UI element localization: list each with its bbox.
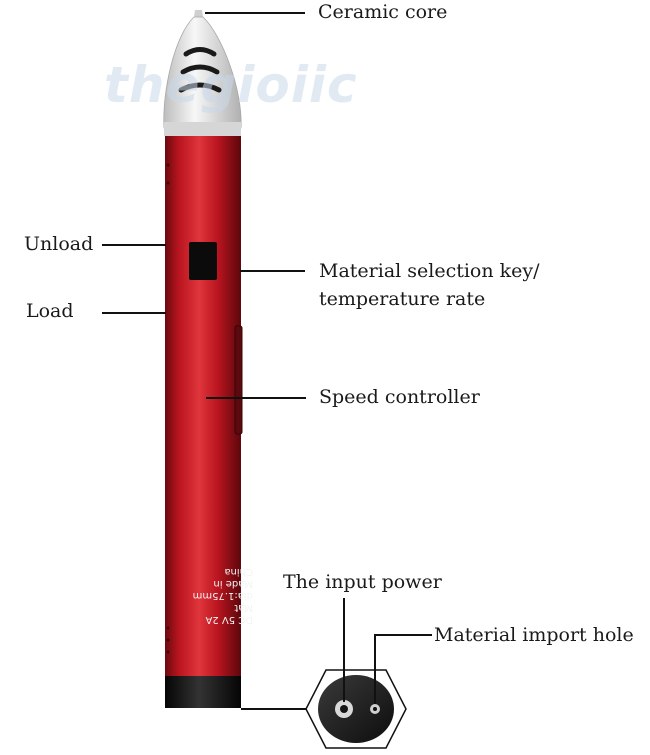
side-dot (166, 181, 170, 185)
side-dot (166, 163, 170, 167)
ceramic-tip (163, 10, 242, 136)
label-load: Load (26, 300, 74, 322)
label-ceramic-core: Ceramic core (318, 1, 448, 23)
label-speed-controller: Speed controller (319, 386, 480, 408)
speed-controller-slider[interactable] (234, 325, 243, 435)
side-dot (166, 638, 170, 642)
spec-line: DC 5V 2A (205, 614, 253, 625)
watermark: thegioiic (104, 56, 358, 114)
leader-cap-to-hex (241, 708, 307, 710)
leader-ceramic-core (205, 12, 305, 14)
leader-speed-controller (206, 397, 306, 399)
leader-import-hole-v (374, 634, 376, 704)
spec-line: Mat dia:1.75mm (192, 590, 253, 613)
leader-material-key (240, 270, 305, 272)
end-view-hexagon (305, 669, 407, 749)
leader-input-power (343, 598, 345, 702)
spec-label: DC 5V 2A Mat dia:1.75mm Made in China (183, 565, 253, 625)
leader-unload (102, 244, 166, 246)
side-dot (166, 626, 170, 630)
label-import-hole: Material import hole (434, 624, 634, 646)
label-material-key-2: temperature rate (319, 288, 486, 310)
label-material-key-1: Material selection key/ (319, 260, 540, 282)
leader-import-hole-h (374, 634, 432, 636)
pen-end-cap (165, 676, 241, 708)
side-dot (166, 650, 170, 654)
material-selection-button[interactable] (189, 242, 217, 280)
label-input-power: The input power (283, 571, 442, 593)
label-unload: Unload (24, 233, 94, 255)
spec-line: Made in China (213, 566, 253, 589)
pen-body (165, 136, 241, 676)
leader-load (102, 312, 166, 314)
